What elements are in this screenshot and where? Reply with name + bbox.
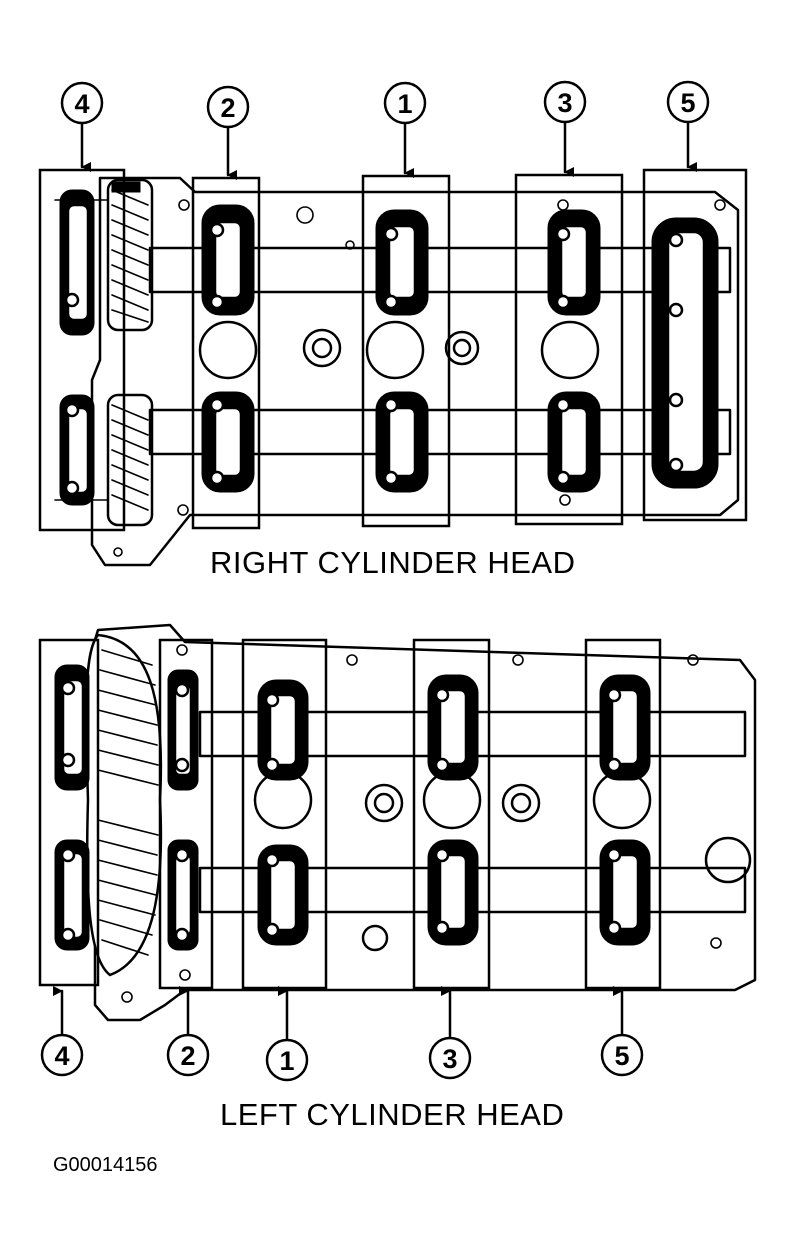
svg-text:2: 2 xyxy=(220,93,235,123)
right-head-cap-3 xyxy=(547,209,601,493)
svg-text:1: 1 xyxy=(279,1046,294,1076)
left-head-caption: LEFT CYLINDER HEAD xyxy=(220,1097,564,1132)
right-head-lower-gear xyxy=(106,393,154,527)
svg-text:4: 4 xyxy=(54,1041,69,1071)
right-callout-1: 1 xyxy=(383,81,427,125)
svg-text:4: 4 xyxy=(74,89,89,119)
figure-id: G00014156 xyxy=(53,1154,158,1176)
left-head-cap-2 xyxy=(167,669,199,951)
left-callout-5: 5 xyxy=(600,1033,644,1077)
svg-text:1: 1 xyxy=(397,89,412,119)
right-cylinder-head: 4 2 1 3 5 RIGHT CYLINDER HEAD xyxy=(38,80,748,580)
left-callout-2: 2 xyxy=(166,1033,210,1077)
svg-text:5: 5 xyxy=(680,88,695,118)
right-callout-3: 3 xyxy=(543,80,587,124)
left-callout-1: 1 xyxy=(265,1038,309,1082)
svg-text:5: 5 xyxy=(614,1041,629,1071)
left-cylinder-head: 4 2 1 3 5 LEFT CYLINDER HEAD xyxy=(38,623,757,1132)
right-head-cap-4 xyxy=(59,189,95,506)
left-callout-4: 4 xyxy=(40,1033,84,1077)
svg-text:3: 3 xyxy=(557,88,572,118)
right-callout-5: 5 xyxy=(666,80,710,124)
left-head-cap-4 xyxy=(54,664,90,951)
svg-text:3: 3 xyxy=(442,1044,457,1074)
right-head-upper-gear xyxy=(106,178,154,332)
left-head-cap-1 xyxy=(257,679,309,946)
right-head-cap-5 xyxy=(651,217,719,489)
svg-text:2: 2 xyxy=(180,1041,195,1071)
right-head-cap-2 xyxy=(201,204,255,493)
left-head-cap-5 xyxy=(599,674,651,946)
right-head-caption: RIGHT CYLINDER HEAD xyxy=(210,545,576,580)
left-head-cap-3 xyxy=(427,674,479,946)
right-callout-4: 4 xyxy=(60,81,104,125)
left-callout-3: 3 xyxy=(428,1036,472,1080)
right-head-cap-1 xyxy=(375,209,429,493)
right-callout-2: 2 xyxy=(206,85,250,129)
